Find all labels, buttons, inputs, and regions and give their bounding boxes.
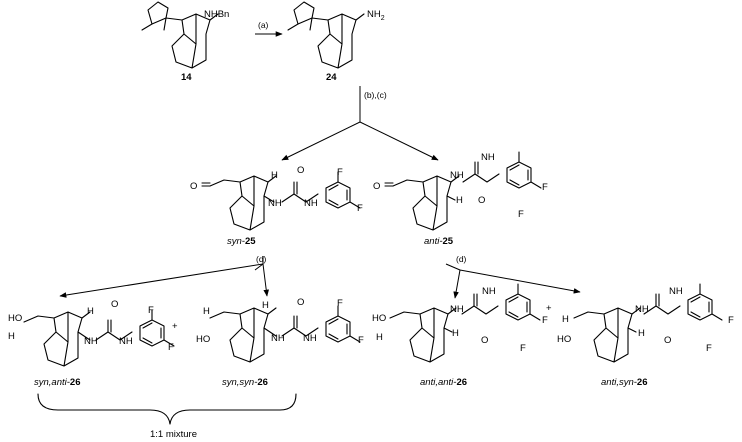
reagent-bc: (b),(c) xyxy=(364,90,387,100)
syn-25-label: syn-25 xyxy=(227,236,256,247)
anti-syn-26-h: H xyxy=(638,328,645,339)
anti-syn-26-h-left: H xyxy=(562,314,569,325)
syn-anti-26-structure xyxy=(23,309,175,367)
syn-syn-26-h-left: H xyxy=(203,306,210,317)
syn-anti-26-h: H xyxy=(87,306,94,317)
syn-anti-26-h-left: H xyxy=(8,331,15,342)
syn-syn-26-ho: HO xyxy=(196,334,210,345)
arrow-to-anti25 xyxy=(359,121,439,161)
arrow-to-anti-anti-26 xyxy=(453,269,461,299)
anti-anti-26-ho: HO xyxy=(372,313,386,324)
anti-anti-26-nh-right: NH xyxy=(482,286,496,297)
anti-syn-26-nh-right: NH xyxy=(669,286,683,297)
arrow-to-anti-syn-26 xyxy=(459,269,581,294)
syn-25-structure xyxy=(202,171,361,230)
syn-syn-26-o: O xyxy=(297,297,304,308)
syn-anti-26-f2: F xyxy=(168,342,174,353)
mixture-note: 1:1 mixture xyxy=(150,429,197,440)
anti-anti-26-f2: F xyxy=(520,343,526,354)
compound-24-structure xyxy=(288,2,365,68)
arrow-d2-tick xyxy=(445,263,461,271)
anti-anti-26-nh-left: NH xyxy=(450,304,464,315)
syn-syn-26-label: syn,syn-26 xyxy=(222,377,268,388)
anti25-h: H xyxy=(456,195,463,206)
compound-24-label: 24 xyxy=(326,72,337,83)
anti-syn-26-f2: F xyxy=(706,343,712,354)
compound-14-structure xyxy=(142,2,219,68)
syn25-f2: F xyxy=(357,203,363,214)
anti-anti-26-f1: F xyxy=(542,315,548,326)
syn-syn-26-nh-right: NH xyxy=(303,333,317,344)
syn25-f1: F xyxy=(337,167,343,178)
arrow-d1-tick xyxy=(254,263,264,271)
arrow-to-syn25 xyxy=(281,121,361,161)
arrow-to-syn-anti-26 xyxy=(59,263,264,298)
plus-sign-2: + xyxy=(546,303,552,314)
syn-anti-26-f1: F xyxy=(148,305,154,316)
anti-anti-26-structure xyxy=(389,283,541,363)
anti25-f2: F xyxy=(518,209,524,220)
reagent-d1: (d) xyxy=(256,254,267,264)
syn-anti-26-o: O xyxy=(111,299,118,310)
syn-syn-26-structure xyxy=(209,305,361,363)
anti-25-label: anti-25 xyxy=(424,236,454,247)
syn25-h: H xyxy=(271,170,278,181)
anti-syn-26-label: anti,syn-26 xyxy=(601,377,647,388)
syn25-nh-right: NH xyxy=(304,198,318,209)
mixture-brace xyxy=(37,393,297,425)
syn25-carbonyl-o: O xyxy=(297,165,304,176)
syn-syn-26-nh-left: NH xyxy=(271,333,285,344)
anti-25-structure xyxy=(385,151,542,230)
syn25-oxygen: O xyxy=(190,181,197,192)
anti25-nh-left: NH xyxy=(450,170,464,181)
anti25-oxygen: O xyxy=(373,181,380,192)
anti-syn-26-o: O xyxy=(664,335,671,346)
anti-anti-26-h: H xyxy=(452,328,459,339)
reagent-d2: (d) xyxy=(456,254,467,264)
syn-syn-26-h: H xyxy=(262,300,269,311)
syn-anti-26-nh-left: NH xyxy=(84,336,98,347)
syn25-nh-left: NH xyxy=(268,198,282,209)
anti-syn-26-structure xyxy=(573,283,723,363)
nh2-label: NH2 xyxy=(367,9,385,22)
nhbn-label: NHBn xyxy=(204,9,229,20)
syn-anti-26-nh-right: NH xyxy=(119,336,133,347)
compound-14-label: 14 xyxy=(181,72,192,83)
anti25-carbonyl-o: O xyxy=(478,195,485,206)
anti-syn-26-f1: F xyxy=(728,315,734,326)
anti25-f1: F xyxy=(542,182,548,193)
anti-anti-26-h-left: H xyxy=(376,332,383,343)
anti-syn-26-nh-left: NH xyxy=(635,304,649,315)
reagent-a: (a) xyxy=(258,20,269,30)
anti-anti-26-label: anti,anti-26 xyxy=(420,377,467,388)
syn-anti-26-ho: HO xyxy=(8,313,22,324)
arrow-to-syn-syn-26 xyxy=(262,263,269,297)
plus-sign-1: + xyxy=(172,321,178,332)
syn-syn-26-f2: F xyxy=(358,335,364,346)
syn-anti-26-label: syn,anti-26 xyxy=(34,377,80,388)
syn-syn-26-f1: F xyxy=(337,298,343,309)
anti-anti-26-o: O xyxy=(481,335,488,346)
anti-syn-26-ho: HO xyxy=(557,334,571,345)
anti25-nh-right: NH xyxy=(481,152,495,163)
